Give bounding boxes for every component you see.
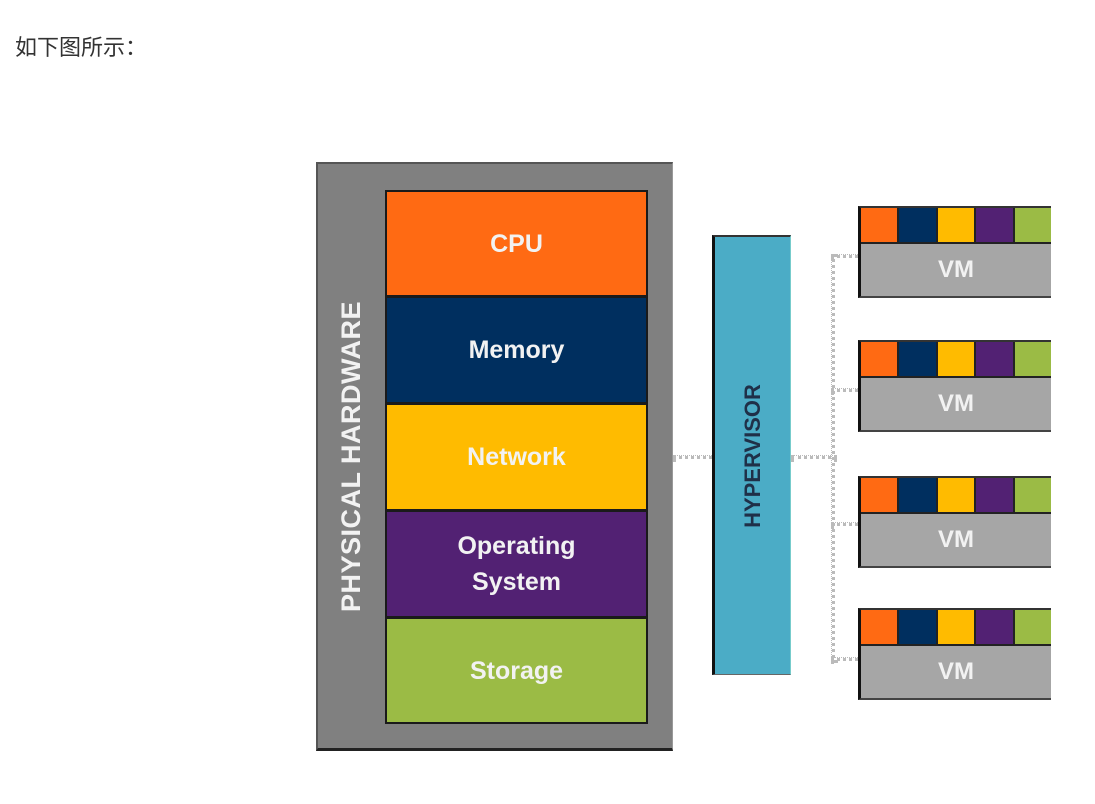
- component-label: CPU: [490, 229, 543, 258]
- physical-hardware-label: PHYSICAL HARDWARE: [322, 162, 382, 751]
- vm-resource-strip: [861, 610, 1052, 646]
- vm-resource-square: [899, 208, 938, 244]
- vm-resource-square: [861, 478, 900, 514]
- vm-resource-strip: [861, 342, 1052, 378]
- vm-resource-square: [976, 208, 1015, 244]
- vm-box: VM: [858, 206, 1052, 298]
- component-label: Memory: [468, 336, 565, 364]
- vm-label: VM: [861, 646, 1051, 698]
- vm-label: VM: [861, 378, 1051, 430]
- hypervisor-label: HYPERVISOR: [739, 383, 765, 528]
- component-memory: Memory: [385, 297, 648, 404]
- hypervisor-bar: HYPERVISOR: [712, 235, 791, 675]
- vm-resource-square: [1014, 610, 1052, 646]
- vm-label: VM: [861, 514, 1051, 566]
- component-network: Network: [385, 404, 648, 511]
- physical-hardware-label-text: PHYSICAL HARDWARE: [336, 300, 367, 613]
- vm-resource-square: [1014, 342, 1052, 378]
- vm-resource-square: [937, 342, 977, 378]
- vm-box: VM: [858, 608, 1052, 700]
- component-label: Operating System: [457, 532, 576, 596]
- vm-resource-strip: [861, 478, 1052, 514]
- vm-resource-square: [1014, 208, 1052, 244]
- vm-resource-square: [861, 342, 900, 378]
- vm-resource-square: [976, 478, 1015, 514]
- intro-text: 如下图所示：: [15, 36, 148, 61]
- component-cpu: CPU: [385, 190, 648, 297]
- vm-resource-strip: [861, 208, 1052, 244]
- vm-resource-square: [937, 610, 977, 646]
- vm-box: VM: [858, 476, 1052, 568]
- component-label: Storage: [469, 656, 564, 685]
- vm-resource-square: [899, 610, 938, 646]
- vm-box: VM: [858, 340, 1052, 432]
- vm-resource-square: [861, 208, 900, 244]
- vm-resource-square: [861, 610, 900, 646]
- vm-resource-square: [976, 610, 1015, 646]
- vm-resource-square: [937, 208, 977, 244]
- component-label: Network: [467, 443, 566, 471]
- vm-resource-square: [937, 478, 977, 514]
- connector-hypervisor-bus: [791, 455, 837, 459]
- vm-resource-square: [899, 342, 938, 378]
- vm-bus-line: [831, 254, 835, 663]
- component-operating-system: Operating System: [385, 511, 648, 618]
- vm-resource-square: [976, 342, 1015, 378]
- component-storage: Storage: [385, 618, 648, 724]
- vm-resource-square: [899, 478, 938, 514]
- vm-label: VM: [861, 244, 1051, 296]
- vm-resource-square: [1014, 478, 1052, 514]
